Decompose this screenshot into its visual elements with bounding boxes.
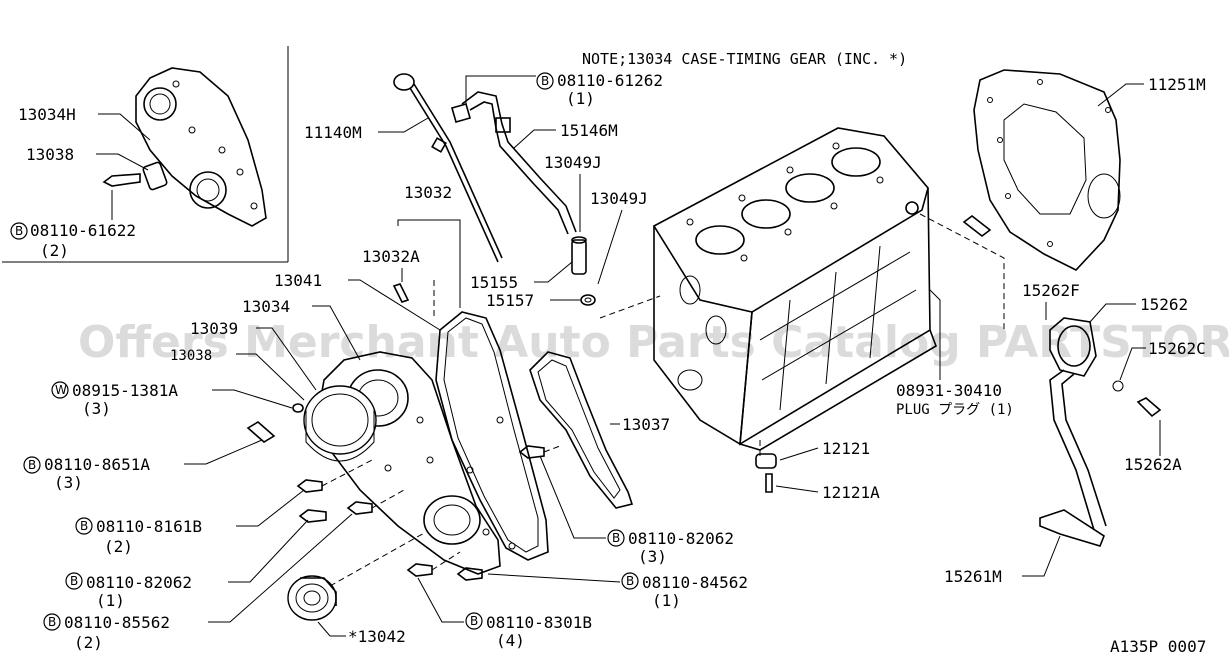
note-text: NOTE;13034 CASE-TIMING GEAR (INC. *) [582, 50, 907, 68]
qty-08110-8301B: (4) [496, 631, 525, 650]
label-12121A: 12121A [822, 483, 880, 502]
label-13039: 13039 [190, 319, 238, 338]
label-15262: 15262 [1140, 295, 1188, 314]
dipstick-tube [451, 91, 577, 235]
label-13038-inset: 13038 [26, 145, 74, 164]
qty-08110-8651A: (3) [54, 473, 83, 492]
label-08110-61262: 08110-61262 [557, 71, 663, 90]
label-13032A: 13032A [362, 247, 420, 266]
label-13049J-a: 13049J [544, 153, 602, 172]
label-15261M: 15261M [944, 567, 1002, 586]
svg-text:B: B [541, 74, 549, 88]
label-15262C: 15262C [1148, 339, 1206, 358]
svg-text:B: B [626, 574, 634, 588]
label-08110-82062-left: 08110-82062 [86, 573, 192, 592]
label-13038: 13038 [170, 348, 212, 364]
qty-08110-61262: (1) [566, 89, 595, 108]
svg-text:W: W [55, 383, 67, 397]
label-08110-8161B: 08110-8161B [96, 517, 202, 536]
qty-08915-1381A: (3) [82, 399, 111, 418]
bolt-badge-icon: B [10, 222, 28, 240]
label-13041: 13041 [274, 271, 322, 290]
label-13034H: 13034H [18, 105, 76, 124]
oil-strainer [1039, 317, 1162, 547]
figure-code: A135P 0007 [1110, 637, 1206, 656]
bolt-badge-icon: B [43, 613, 61, 631]
qty-08110-82062-left: (1) [96, 591, 125, 610]
label-11251M: 11251M [1148, 75, 1206, 94]
label-08110-85562: 08110-85562 [64, 613, 170, 632]
part-12121 [755, 453, 777, 493]
bolt-badge-icon: B [23, 456, 41, 474]
label-15262A: 15262A [1124, 455, 1182, 474]
svg-text:B: B [28, 458, 36, 472]
label-11140M: 11140M [304, 123, 362, 142]
label-15262F: 15262F [1022, 281, 1080, 300]
label-08931-30410: 08931-30410 [896, 381, 1002, 400]
seal-13042 [287, 575, 337, 621]
label-08915-1381A: 08915-1381A [72, 381, 178, 400]
bolt-badge-icon: B [607, 529, 625, 547]
washer-badge-icon: W [51, 381, 69, 399]
qty-08110-84562: (1) [652, 591, 681, 610]
inset-frame [2, 46, 289, 263]
bolt-badge-icon: B [65, 572, 83, 590]
qty-08110-8161B: (2) [104, 537, 133, 556]
cylinder-block [652, 127, 937, 451]
svg-text:B: B [48, 615, 56, 629]
inset-timing-case [102, 67, 267, 227]
label-12121: 12121 [822, 439, 870, 458]
qty-08110-85562: (2) [74, 633, 103, 652]
svg-text:B: B [612, 531, 620, 545]
label-plug: PLUG プラグ (1) [896, 402, 1014, 418]
label-13049J-b: 13049J [590, 189, 648, 208]
label-15155: 15155 [470, 273, 518, 292]
svg-text:B: B [80, 519, 88, 533]
label-13032: 13032 [404, 183, 452, 202]
label-08110-82062-right: 08110-82062 [628, 529, 734, 548]
qty-08110-82062-right: (3) [638, 547, 667, 566]
label-08110-84562: 08110-84562 [642, 573, 748, 592]
svg-text:B: B [15, 224, 23, 238]
bolt-badge-icon: B [465, 612, 483, 630]
svg-text:B: B [470, 614, 478, 628]
label-15157: 15157 [486, 291, 534, 310]
dipstick [393, 73, 503, 263]
label-13042: *13042 [348, 627, 406, 646]
label-08110-8651A: 08110-8651A [44, 455, 150, 474]
label-13034: 13034 [242, 297, 290, 316]
plate-13037 [529, 351, 634, 509]
timing-case [303, 311, 549, 575]
qty-08110-61622: (2) [40, 241, 69, 260]
bolt-badge-icon: B [621, 572, 639, 590]
bolt-badge-icon: B [536, 72, 554, 90]
label-13037: 13037 [622, 415, 670, 434]
label-08110-8301B: 08110-8301B [486, 613, 592, 632]
bolt-badge-icon: B [75, 517, 93, 535]
svg-text:B: B [70, 574, 78, 588]
rear-plate-11251M [973, 69, 1121, 271]
label-15146M: 15146M [560, 121, 618, 140]
label-08110-61622: 08110-61622 [30, 221, 136, 240]
tube-15155 [571, 236, 596, 306]
